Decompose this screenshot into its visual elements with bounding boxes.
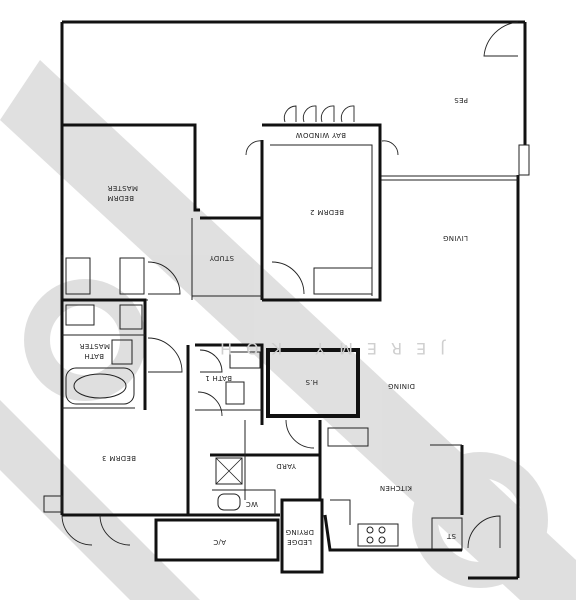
label-dining: DINING [388, 382, 415, 390]
label-master-bath-1: MASTER [79, 342, 110, 350]
watermark-text: JEREMY KOH [206, 339, 446, 358]
bedroom2-walls [245, 105, 399, 302]
bath1-walls [195, 343, 264, 425]
label-st: ST [446, 532, 456, 540]
bedroom3-walls [43, 345, 190, 546]
label-living: LIVING [443, 234, 468, 242]
entry-door [483, 21, 519, 57]
label-bay-window: BAY WINDOW [295, 131, 346, 139]
outer-walls [60, 20, 527, 580]
study-walls [191, 140, 264, 300]
label-bedrm3: BEDRM 3 [102, 454, 136, 462]
label-master-bath-2: BATH [84, 352, 104, 360]
drying-ledge [280, 498, 324, 574]
master-bath-walls [62, 298, 183, 410]
ac-ledge [154, 518, 280, 562]
label-kitchen: KITCHEN [380, 484, 412, 492]
label-study: STUDY [209, 254, 234, 262]
household-shelter-walls [266, 348, 360, 449]
label-hs: H.S [305, 378, 318, 386]
pes-boundary [380, 144, 530, 181]
label-wc: WC [246, 500, 258, 508]
label-drying-1: DRYING [285, 528, 314, 536]
watermark-band [0, 60, 576, 600]
label-master-bedrm-1: MASTER [107, 184, 138, 192]
label-ac: A/C [213, 538, 226, 546]
label-pes: PES [454, 96, 468, 104]
label-bath1: BATH 1 [205, 374, 232, 382]
label-yard: YARD [276, 462, 297, 470]
label-bedrm2: BEDRM 2 [310, 208, 344, 216]
label-master-bedrm-2: BEDRM [107, 194, 134, 202]
service-area-walls [210, 420, 501, 552]
label-drying-2: LEDGE [287, 538, 312, 546]
